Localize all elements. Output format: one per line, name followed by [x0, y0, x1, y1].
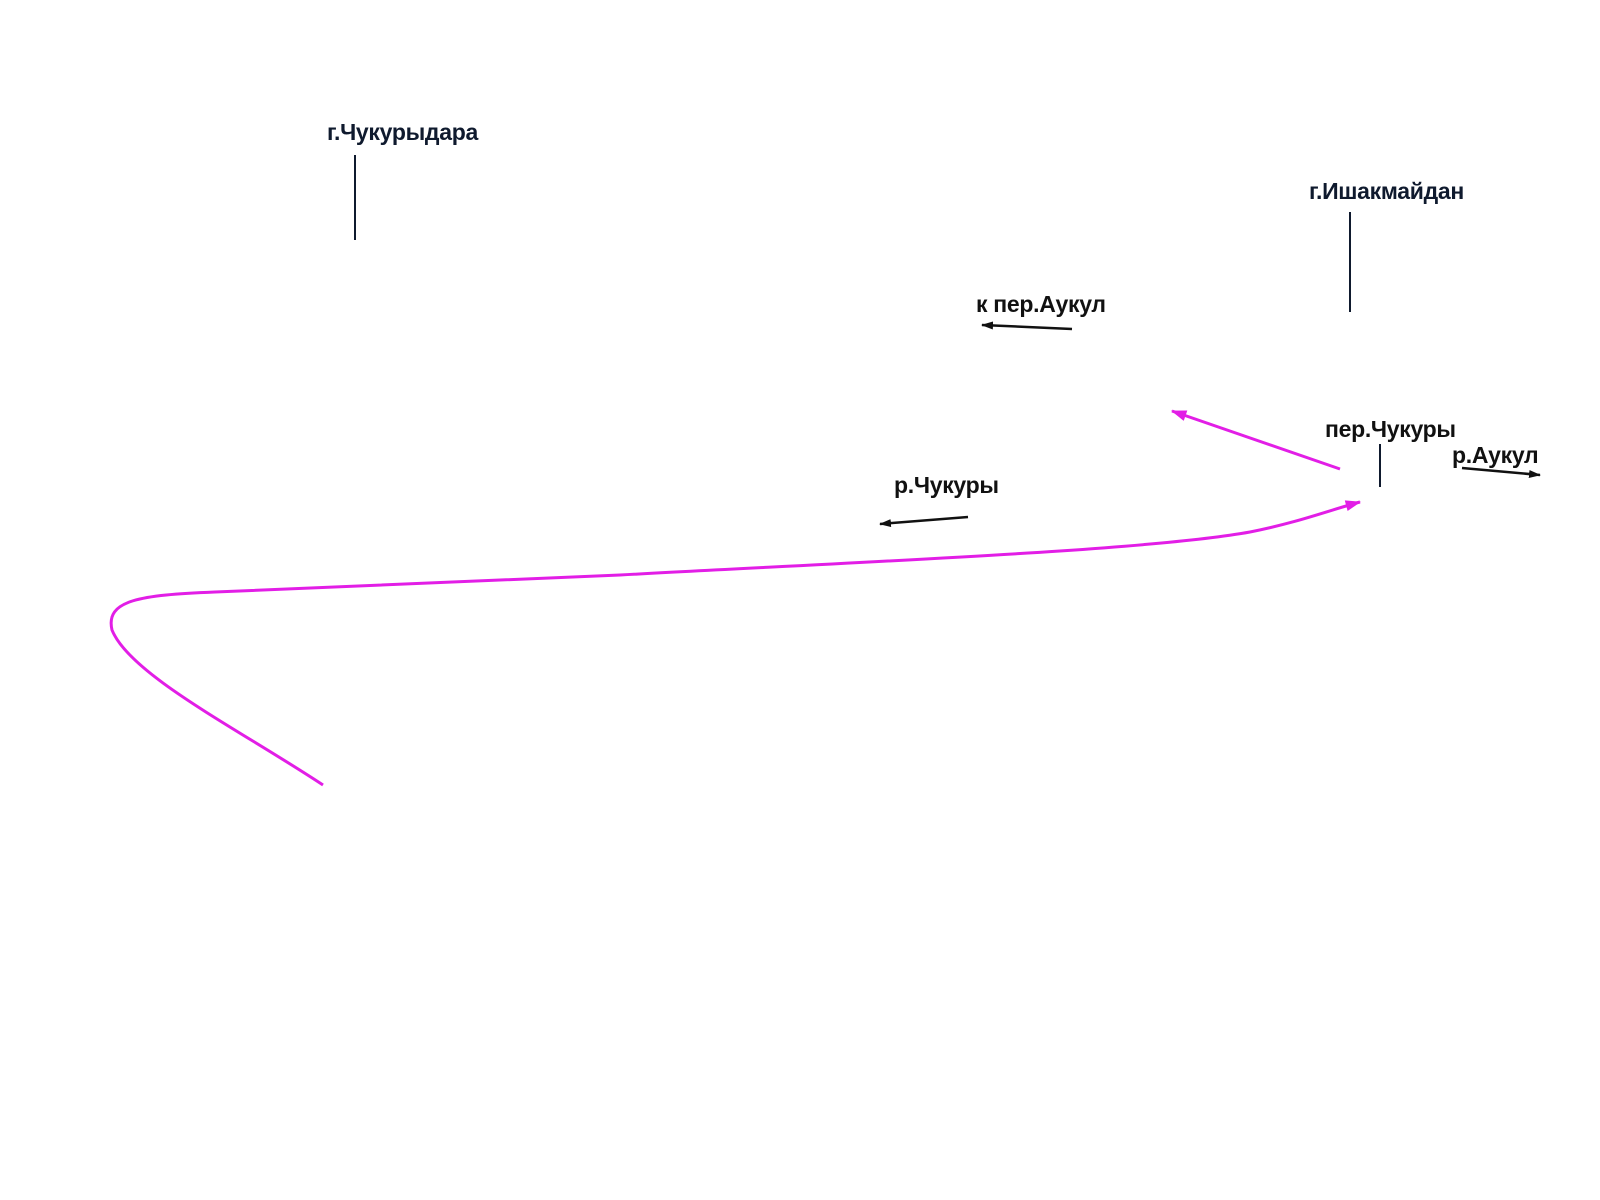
arrow-chukury-river	[879, 515, 969, 528]
arrow-to-aukul-pass	[981, 321, 1073, 331]
peak-label-ishakmaidan: г.Ишакмайдан	[1309, 178, 1464, 204]
arrow-aukul-river	[1461, 466, 1541, 479]
river-label-aukul: р.Аукул	[1452, 442, 1539, 468]
route-descent-arrow	[1170, 409, 1341, 471]
pass-label-chukury: пер.Чукуры	[1325, 416, 1456, 442]
peak-label-chukurydara: г.Чукурыдара	[327, 119, 478, 145]
river-label-chukury: р.Чукуры	[894, 472, 999, 498]
route-ascent-line	[109, 500, 1362, 787]
label-to-aukul-pass: к пер.Аукул	[976, 291, 1106, 317]
